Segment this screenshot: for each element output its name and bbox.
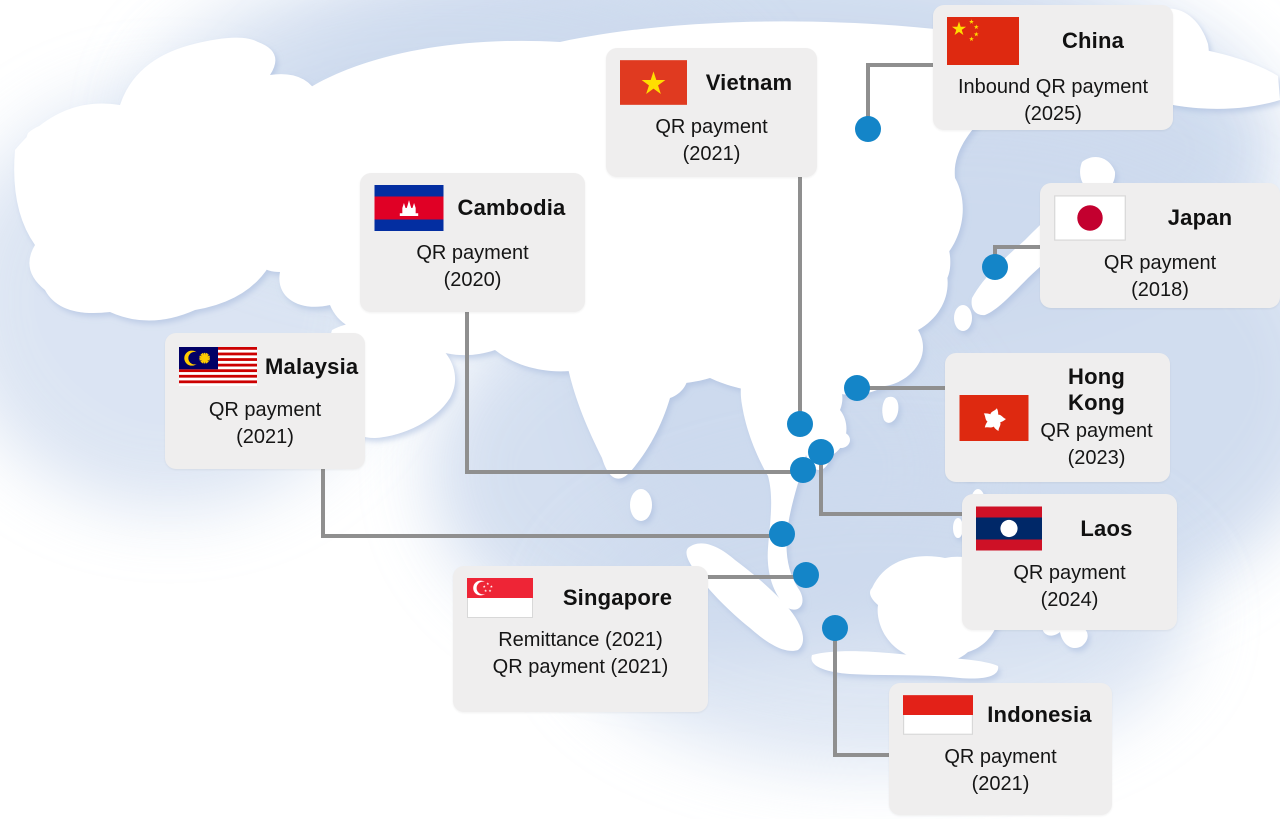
program-line: (2018) [1131, 279, 1189, 301]
connector-indonesia [833, 628, 895, 757]
map-marker-china [855, 116, 881, 142]
country-name: Cambodia [457, 195, 566, 220]
program-line: (2024) [1040, 589, 1099, 611]
cambodia-flag-icon [374, 185, 444, 231]
program-line: QR payment [944, 746, 1057, 768]
map-marker-singapore [793, 562, 819, 588]
map-marker-cambodia [790, 457, 816, 483]
philippines-island [953, 518, 963, 538]
program-line: (2021) [236, 426, 294, 448]
japan-kyushu [954, 305, 972, 331]
laos-flag-icon [976, 506, 1042, 551]
korea-peninsula [924, 230, 951, 288]
country-name: Laos [1080, 515, 1133, 541]
map-marker-japan [982, 254, 1008, 280]
program-line: QR payment [1103, 252, 1217, 274]
connector-malaysia [321, 466, 782, 538]
malaysia-flag-icon [179, 345, 257, 388]
indonesia-flag-icon [903, 695, 973, 735]
country-card-hong-kong: Hong Kong QR payment (2023) [945, 353, 1170, 482]
country-name: Japan [1167, 205, 1233, 230]
hong-kong-flag-icon [959, 394, 1029, 441]
program-line: QR payment [1040, 419, 1153, 442]
country-name: Hong Kong [1067, 363, 1125, 415]
program-line: Remittance (2021) [498, 629, 663, 651]
program-line: QR payment (2021) [492, 656, 669, 678]
program-line: (2021) [971, 773, 1030, 795]
map-marker-hong-kong [844, 375, 870, 401]
country-card-malaysia: Malaysia QR payment (2021) [165, 333, 365, 469]
vietnam-flag-icon [620, 60, 687, 105]
country-card-indonesia: Indonesia QR payment (2021) [889, 683, 1112, 815]
program-line: QR payment [655, 116, 768, 138]
china-flag-icon [947, 17, 1019, 65]
british-isles [25, 123, 72, 166]
connector-laos [819, 452, 968, 516]
country-card-vietnam: Vietnam QR payment (2021) [606, 48, 817, 177]
map-marker-malaysia [769, 521, 795, 547]
map-marker-indonesia [822, 615, 848, 641]
program-line: (2020) [443, 269, 502, 291]
singapore-flag-icon [467, 578, 533, 618]
java [811, 651, 999, 679]
taiwan [882, 396, 899, 423]
country-card-singapore: Singapore Remittance (2021) QR payment (… [453, 566, 708, 712]
hainan [832, 432, 850, 448]
italy-peninsula [168, 230, 198, 279]
country-name: Singapore [562, 585, 673, 610]
japan-flag-icon [1054, 195, 1126, 241]
country-card-japan: Japan QR payment (2018) [1040, 183, 1280, 308]
program-line: QR payment [208, 399, 322, 421]
program-line: QR payment [1013, 562, 1126, 584]
country-name: Indonesia [987, 702, 1092, 727]
country-card-laos: Laos QR payment (2024) [962, 494, 1177, 630]
program-line: Inbound QR payment [957, 76, 1149, 98]
sumatra [686, 543, 804, 651]
program-line: (2021) [682, 143, 741, 165]
map-marker-vietnam [787, 411, 813, 437]
country-card-china: China Inbound QR payment (2025) [933, 5, 1173, 130]
connector-cambodia [465, 310, 803, 474]
map-marker-laos [808, 439, 834, 465]
india-landmass [556, 287, 689, 479]
indochina-landmass [740, 350, 847, 610]
program-line: QR payment [416, 242, 529, 264]
country-name: Vietnam [705, 69, 793, 95]
country-name: Malaysia [265, 353, 359, 379]
sri-lanka [630, 489, 652, 521]
program-line: (2025) [1024, 103, 1082, 125]
connector-china [866, 63, 940, 129]
country-card-cambodia: Cambodia QR payment (2020) [360, 173, 585, 312]
program-line: (2023) [1067, 446, 1126, 469]
country-name: China [1061, 28, 1125, 53]
